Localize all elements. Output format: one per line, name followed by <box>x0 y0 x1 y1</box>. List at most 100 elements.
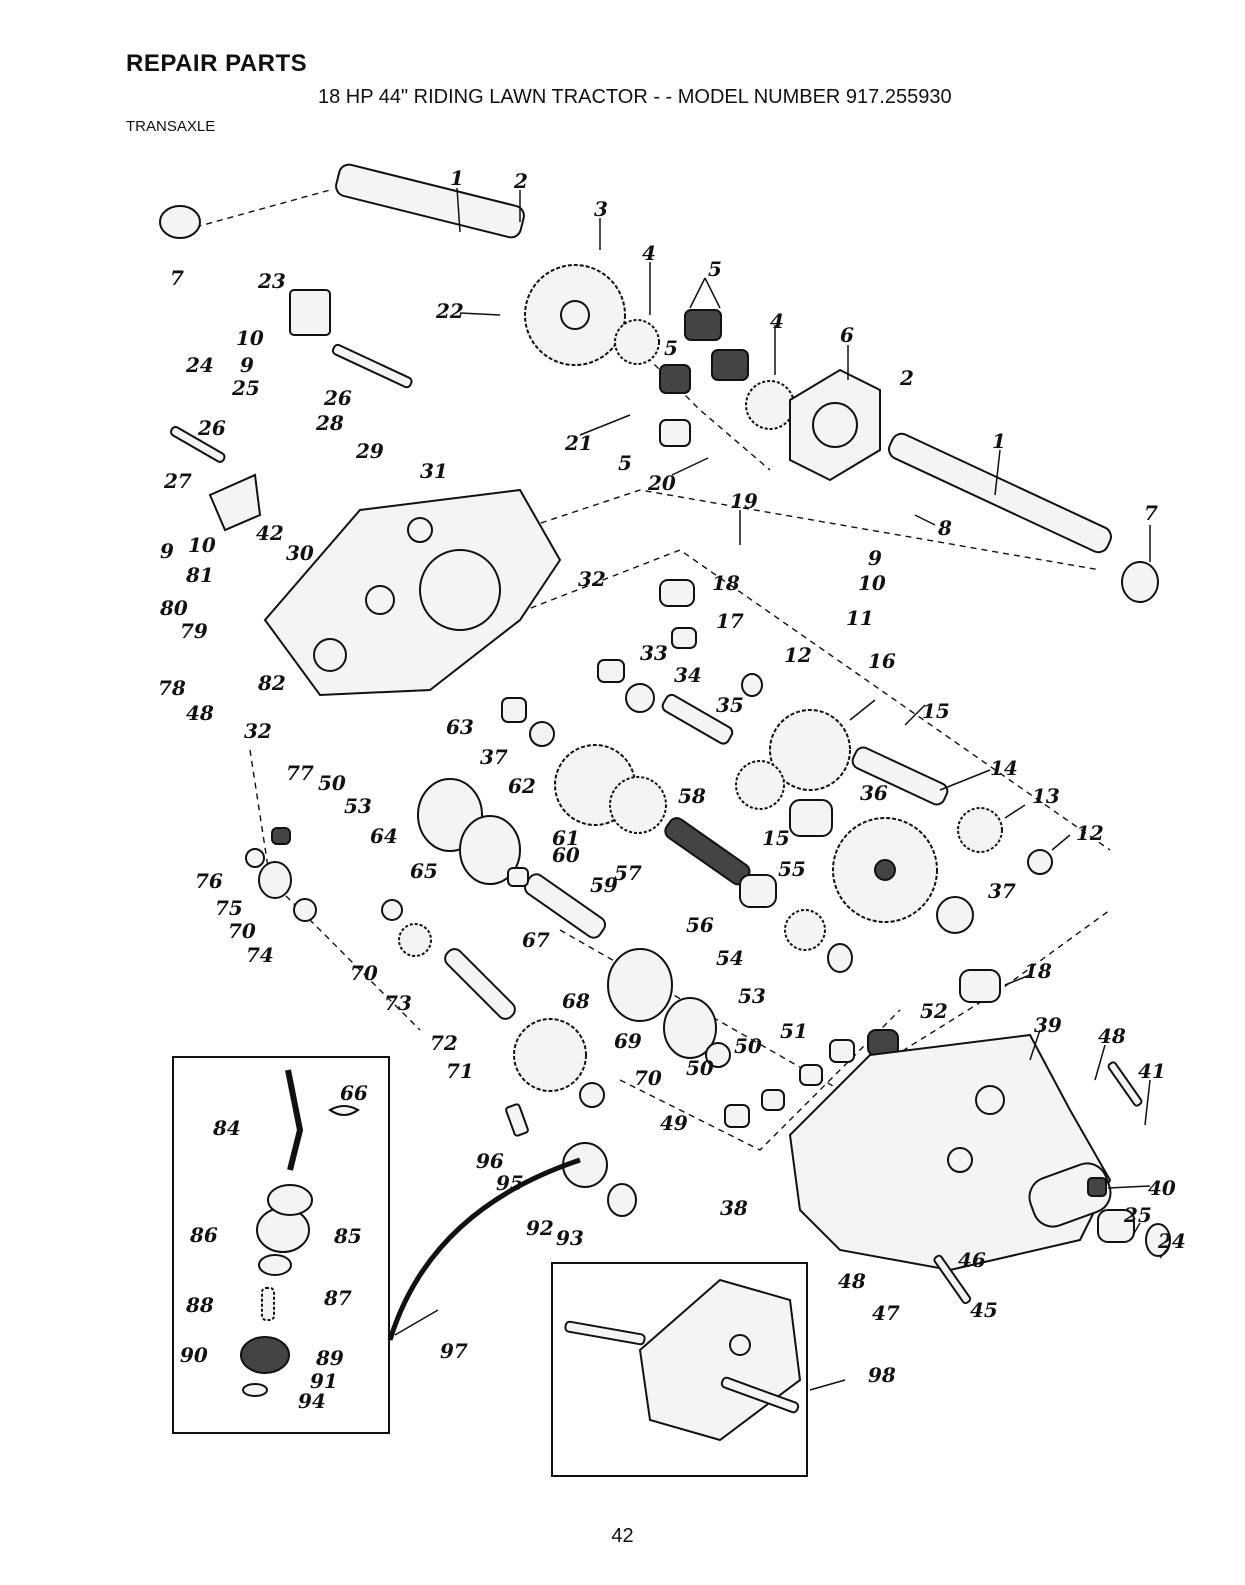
plug-40 <box>1087 1177 1107 1197</box>
callout: 14 <box>990 756 1018 780</box>
bushing-56 <box>739 874 777 908</box>
flange-right <box>1121 561 1159 603</box>
callout: 75 <box>215 896 243 920</box>
gear-small-4b <box>745 380 795 430</box>
case-half-right <box>788 1033 1112 1272</box>
callout: 53 <box>738 984 766 1008</box>
callout: 82 <box>257 671 286 695</box>
callout: 85 <box>333 1224 362 1248</box>
callout: 9 <box>868 546 882 570</box>
callout: 11 <box>846 606 874 630</box>
bolt-96 <box>505 1103 529 1137</box>
washer-53c <box>705 1042 731 1068</box>
dome-85 <box>267 1184 313 1216</box>
gear-16 <box>769 709 851 791</box>
callout: 70 <box>634 1066 662 1090</box>
bolt-47 <box>933 1254 972 1305</box>
callout: 17 <box>716 609 744 633</box>
bushing-60 <box>507 867 529 887</box>
assembled-transaxle <box>564 1278 802 1442</box>
bushing-36 <box>789 799 833 837</box>
disc-69 <box>663 997 717 1059</box>
callout: 21 <box>564 431 593 455</box>
callout: 5 <box>708 257 722 281</box>
callout: 27 <box>163 469 192 493</box>
callout: 57 <box>614 861 642 885</box>
callout: 26 <box>197 416 226 440</box>
callout: 12 <box>784 643 812 667</box>
callout: 1 <box>992 429 1006 453</box>
callout: 59 <box>590 873 618 897</box>
callout: 12 <box>1076 821 1104 845</box>
spring-88 <box>261 1287 275 1321</box>
callout: 33 <box>640 641 668 665</box>
gear-small-4a <box>614 319 660 365</box>
ring-93 <box>607 1183 637 1217</box>
shaft-72 <box>444 948 516 1020</box>
callout: 2 <box>899 366 914 390</box>
callout: 37 <box>988 879 1016 903</box>
callout: 78 <box>158 676 186 700</box>
cup-87 <box>258 1254 292 1276</box>
shift-fork-27 <box>208 473 262 532</box>
callout: 97 <box>440 1339 468 1363</box>
callout: 10 <box>858 571 886 595</box>
callout: 34 <box>674 663 702 687</box>
callout: 56 <box>686 913 714 937</box>
callout: 16 <box>868 649 896 673</box>
diff-housing <box>789 368 881 482</box>
bushing-63 <box>501 697 527 723</box>
callout: 10 <box>236 326 264 350</box>
callout: 53 <box>344 794 372 818</box>
gear-large-top <box>524 264 626 366</box>
callout: 48 <box>838 1269 866 1293</box>
callout: 48 <box>1098 1024 1126 1048</box>
callout: 51 <box>780 1019 808 1043</box>
callout: 4 <box>642 241 656 265</box>
callout: 41 <box>1138 1059 1166 1083</box>
callout: 48 <box>186 701 214 725</box>
shaft-14 <box>851 746 949 806</box>
callout: 52 <box>920 999 948 1023</box>
callout: 45 <box>970 1298 998 1322</box>
callout: 96 <box>476 1149 504 1173</box>
callout: 32 <box>578 567 606 591</box>
callout: 64 <box>370 824 398 848</box>
key-66 <box>328 1105 360 1116</box>
bushing-17 <box>671 627 697 649</box>
bushing-18b <box>959 969 1001 1003</box>
callout: 9 <box>240 353 254 377</box>
rod-26b <box>169 426 226 463</box>
gear-55 <box>832 817 938 923</box>
bushing-50a <box>799 1064 823 1086</box>
washer-12b <box>1027 849 1053 875</box>
callout: 4 <box>770 309 784 333</box>
callout: 60 <box>552 843 580 867</box>
flange-left <box>159 205 201 239</box>
callout: 9 <box>160 539 174 563</box>
inset-box-right <box>551 1262 808 1477</box>
gear-73 <box>398 923 432 957</box>
callout: 76 <box>195 869 223 893</box>
callout: 2 <box>513 169 528 193</box>
callout: 88 <box>185 1293 214 1317</box>
disc-68 <box>607 948 673 1022</box>
callout: 89 <box>315 1346 344 1370</box>
callout: 31 <box>420 459 448 483</box>
pinion-5b <box>711 349 749 381</box>
callout: 54 <box>716 946 744 970</box>
callout: 18 <box>712 571 740 595</box>
callout: 18 <box>1024 959 1052 983</box>
bushing-25 <box>1097 1209 1135 1243</box>
callout: 58 <box>678 784 706 808</box>
exploded-parts-diagram: 1 2 3 4 5 7 23 22 10 24 9 25 5 4 6 26 2 … <box>158 163 1186 1477</box>
callout: 77 <box>286 761 314 785</box>
callout: 93 <box>556 1226 584 1250</box>
callout: 50 <box>318 771 346 795</box>
shaft-upper <box>335 163 525 239</box>
callout: 79 <box>180 619 208 643</box>
callout: 40 <box>1148 1176 1176 1200</box>
callout: 47 <box>872 1301 900 1325</box>
parts-artwork <box>159 163 1171 1477</box>
callout: 62 <box>508 774 536 798</box>
